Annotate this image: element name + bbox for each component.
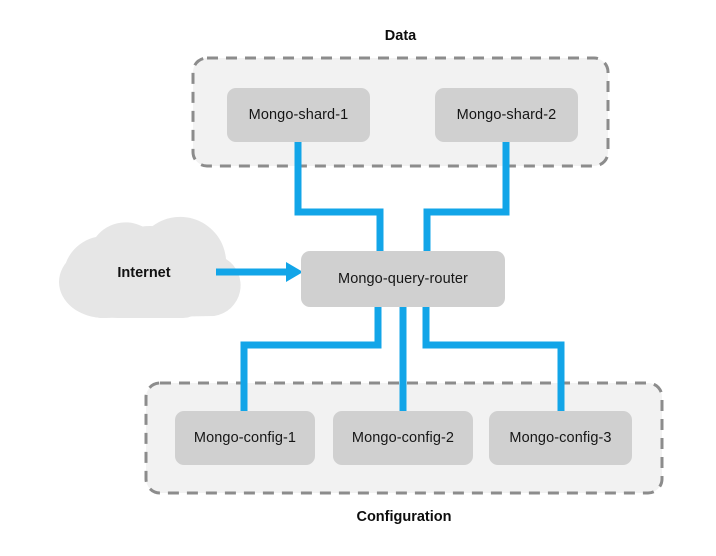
node-mongo-query-router-label: Mongo-query-router bbox=[338, 271, 468, 287]
node-mongo-query-router[interactable]: Mongo-query-router bbox=[301, 251, 505, 307]
internet-cloud-label: Internet bbox=[117, 265, 171, 281]
node-mongo-shard-2[interactable]: Mongo-shard-2 bbox=[435, 88, 578, 142]
internet-cloud-shape bbox=[59, 216, 241, 318]
node-mongo-config-2[interactable]: Mongo-config-2 bbox=[333, 411, 473, 465]
connector-router-config3 bbox=[422, 303, 565, 415]
configuration-group-label: Configuration bbox=[356, 509, 452, 525]
connector-shard1-router bbox=[294, 140, 384, 256]
node-mongo-config-1[interactable]: Mongo-config-1 bbox=[175, 411, 315, 465]
node-mongo-shard-1[interactable]: Mongo-shard-1 bbox=[227, 88, 370, 142]
node-mongo-config-3[interactable]: Mongo-config-3 bbox=[489, 411, 632, 465]
node-mongo-config-2-label: Mongo-config-2 bbox=[351, 430, 455, 446]
node-mongo-shard-1-label: Mongo-shard-1 bbox=[248, 107, 349, 123]
node-mongo-config-3-label: Mongo-config-3 bbox=[509, 430, 612, 446]
connector-shard2-router bbox=[423, 140, 510, 256]
data-group-label: Data bbox=[384, 28, 417, 44]
connector-router-config1 bbox=[240, 303, 382, 415]
node-mongo-shard-2-label: Mongo-shard-2 bbox=[456, 107, 557, 123]
node-mongo-config-1-label: Mongo-config-1 bbox=[193, 430, 297, 446]
arrowhead-icon bbox=[286, 262, 303, 282]
connector-internet-router bbox=[216, 262, 303, 282]
